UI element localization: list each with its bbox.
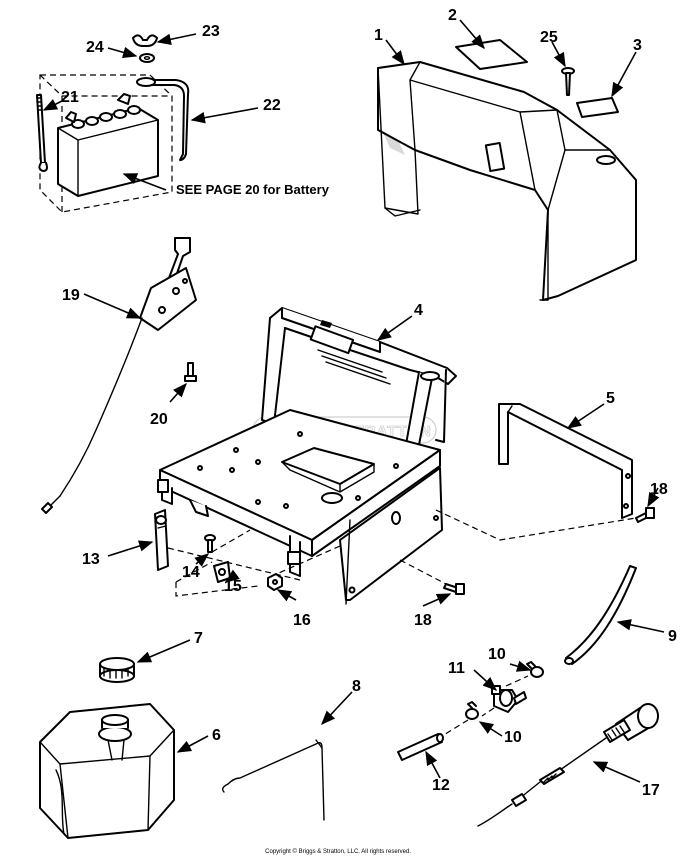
- decal-3[interactable]: [576, 97, 619, 118]
- shutoff-valve-11[interactable]: [491, 685, 527, 713]
- fuel-tank[interactable]: [39, 703, 175, 839]
- callout-3: 3: [633, 37, 642, 54]
- latch-13[interactable]: [154, 509, 169, 571]
- callout-1: 1: [374, 27, 383, 44]
- fuel-cap[interactable]: [99, 657, 135, 683]
- screw-14[interactable]: [204, 534, 216, 553]
- bracket-5[interactable]: [498, 403, 633, 519]
- screw-25[interactable]: [561, 67, 575, 96]
- callout-18-right: 18: [650, 481, 668, 498]
- callout-25: 25: [540, 29, 558, 46]
- callout-10-lower: 10: [504, 729, 522, 746]
- callout-19: 19: [62, 287, 80, 304]
- callout-15: 15: [224, 578, 242, 595]
- wing-nut: [132, 34, 158, 47]
- hose-clamp-10-lower[interactable]: [465, 701, 479, 720]
- choke-cable-17[interactable]: [477, 703, 659, 827]
- rod-8[interactable]: [221, 739, 325, 821]
- callout-2: 2: [448, 7, 457, 24]
- callout-7: 7: [194, 630, 203, 647]
- callout-13: 13: [82, 551, 100, 568]
- callout-17: 17: [642, 782, 660, 799]
- washer: [139, 53, 155, 63]
- battery-assembly[interactable]: [36, 34, 190, 213]
- screw-18-right[interactable]: [635, 507, 655, 523]
- callout-24: 24: [86, 39, 104, 56]
- dash-panel[interactable]: [377, 61, 637, 301]
- leader-lines: [42, 19, 665, 783]
- decal-2[interactable]: [455, 39, 528, 70]
- callout-14: 14: [182, 564, 200, 581]
- callout-11: 11: [448, 660, 465, 677]
- nut-16[interactable]: [267, 573, 283, 591]
- screw-18-lower[interactable]: [443, 583, 465, 595]
- callout-12: 12: [432, 777, 450, 794]
- callout-23: 23: [202, 23, 220, 40]
- callout-5: 5: [606, 390, 615, 407]
- hold-down-bracket: [136, 77, 190, 161]
- throttle-control[interactable]: [41, 237, 197, 514]
- assembly-lines: [167, 509, 637, 597]
- callout-8: 8: [352, 678, 361, 695]
- callout-9: 9: [668, 628, 677, 645]
- callout-18-lower: 18: [414, 612, 432, 629]
- hold-down-rod: [36, 94, 48, 172]
- callout-10-upper: 10: [488, 646, 506, 663]
- callout-21: 21: [61, 89, 79, 106]
- support-frame[interactable]: [157, 307, 457, 605]
- fuel-line-9[interactable]: [564, 565, 637, 665]
- callout-labels: 1 2 3 4 5 6 7 8 9 10 10 11 12 13 14 15 1…: [61, 7, 677, 799]
- fuel-line-path: [441, 675, 529, 737]
- battery-outline: [39, 74, 173, 213]
- copyright-notice: Copyright © Briggs & Stratton, LLC. All …: [265, 849, 411, 855]
- fuel-line-12[interactable]: [397, 733, 444, 761]
- screw-20[interactable]: [184, 362, 197, 382]
- callout-22: 22: [263, 97, 281, 114]
- battery-reference-note: SEE PAGE 20 for Battery: [176, 182, 330, 197]
- callout-20: 20: [150, 411, 168, 428]
- callout-6: 6: [212, 727, 221, 744]
- callout-16: 16: [293, 612, 311, 629]
- callout-4: 4: [414, 302, 423, 319]
